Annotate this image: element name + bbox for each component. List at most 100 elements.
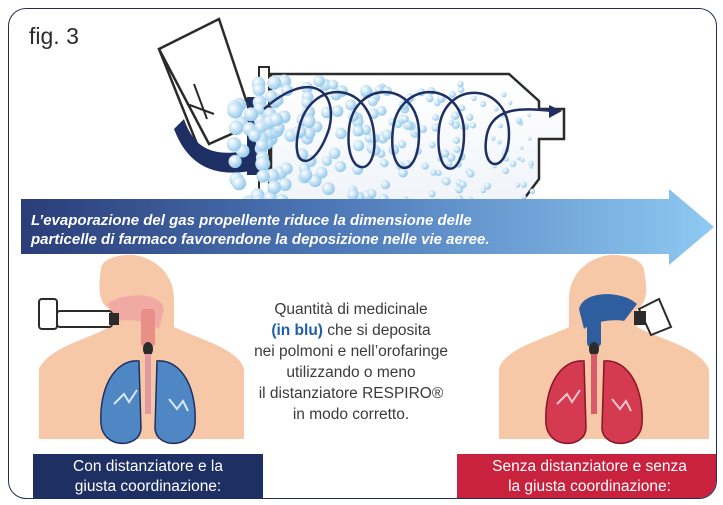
particle: [429, 141, 436, 149]
particle: [330, 88, 342, 101]
center-line-2-rest: che si deposita: [322, 322, 431, 339]
particle: [493, 106, 499, 112]
inhaler-with-spacer-icon: [38, 298, 119, 330]
lungs-icon: [100, 360, 142, 445]
particle: [446, 153, 456, 162]
particle: [255, 156, 271, 172]
center-line-6: in modo corretto.: [292, 406, 410, 423]
particle: [442, 177, 451, 186]
particle: [252, 83, 266, 97]
particle: [484, 182, 491, 190]
banner-line-1: L’evaporazione del gas propellente riduc…: [31, 212, 472, 229]
center-line-2: (in blu) che si deposita: [231, 320, 471, 341]
particle: [457, 81, 464, 88]
particle: [398, 140, 407, 149]
particle: [466, 113, 474, 121]
particle: [496, 139, 502, 145]
caption-right-line-1: Senza distanziatore e senza: [492, 458, 687, 475]
particle: [255, 139, 268, 152]
particle: [228, 154, 242, 169]
particle: [448, 90, 456, 98]
particle: [381, 129, 393, 140]
particle: [471, 95, 477, 102]
particle: [428, 190, 436, 198]
particle: [352, 125, 364, 137]
particle: [480, 188, 486, 194]
particle: [515, 182, 521, 188]
particle: [227, 102, 243, 119]
particle: [308, 174, 322, 188]
center-description: Quantità di medicinale (in blu) che si d…: [231, 299, 471, 425]
particle: [267, 180, 281, 194]
inhaler-icon: [157, 17, 267, 175]
in-blu-highlight: (in blu): [271, 322, 323, 339]
banner-arrow: [21, 189, 714, 265]
particle: [470, 122, 477, 129]
airflow-arrow-head: [549, 105, 562, 118]
particle: [480, 101, 486, 108]
particle: [228, 120, 244, 136]
inhaler-icon-right: [634, 297, 673, 337]
particle: [248, 129, 261, 142]
particle: [448, 119, 455, 126]
center-line-3: nei polmoni e nell’orofaringe: [254, 343, 448, 360]
center-line-1: Quantità di medicinale: [274, 301, 428, 318]
particle: [367, 189, 377, 198]
particle: [267, 75, 282, 90]
caption-without-spacer: Senza distanziatore e senza la giusta co…: [457, 454, 716, 498]
particle: [301, 97, 313, 109]
illustration: [21, 17, 714, 445]
center-line-4: utilizzando o meno: [286, 364, 416, 381]
particle: [509, 160, 517, 168]
particle: [421, 162, 429, 170]
particle: [445, 160, 453, 168]
particle: [490, 136, 496, 141]
particle: [529, 164, 533, 169]
particle: [457, 86, 465, 93]
particle: [334, 161, 346, 173]
particle: [367, 96, 378, 107]
particle: [430, 169, 437, 176]
particle: [401, 115, 409, 123]
particle: [452, 136, 461, 144]
particle: [453, 145, 461, 154]
person-right: [499, 254, 709, 445]
particle: [455, 185, 463, 194]
particle: [380, 159, 389, 168]
banner-line-2: particelle di farmaco favorendone la dep…: [31, 231, 490, 248]
particle: [299, 168, 313, 182]
particle: [278, 178, 292, 191]
particle: [353, 140, 365, 152]
particle: [331, 105, 344, 117]
particle: [529, 188, 536, 194]
particle: [527, 113, 531, 118]
trachea: [145, 354, 151, 414]
particle: [451, 111, 460, 120]
person-left: [38, 254, 244, 445]
particle: [466, 169, 475, 178]
banner-text: L’evaporazione del gas propellente riduc…: [31, 211, 631, 249]
particle: [313, 75, 325, 87]
particle: [527, 137, 532, 141]
particle: [321, 156, 332, 166]
particle: [432, 114, 439, 121]
particle: [522, 195, 527, 200]
particle: [440, 149, 450, 158]
caption-left-line-1: Con distanziatore e la: [73, 458, 223, 475]
caption-with-spacer: Con distanziatore e la giusta coordinazi…: [33, 454, 263, 498]
particle: [280, 162, 293, 175]
caption-left-line-2: giusta coordinazione:: [74, 478, 222, 495]
particle: [347, 189, 359, 201]
caption-right-line-2: la giusta coordinazione:: [508, 478, 671, 495]
particle: [302, 114, 316, 129]
particle: [426, 95, 434, 103]
particle: [435, 169, 442, 176]
particle: [398, 168, 408, 178]
particle: [520, 181, 527, 188]
particle: [520, 158, 525, 163]
particle: [269, 112, 283, 127]
particle: [322, 182, 335, 196]
figure-frame: fig. 3: [8, 8, 717, 499]
particle: [403, 120, 413, 131]
figure-label: fig. 3: [29, 23, 79, 49]
